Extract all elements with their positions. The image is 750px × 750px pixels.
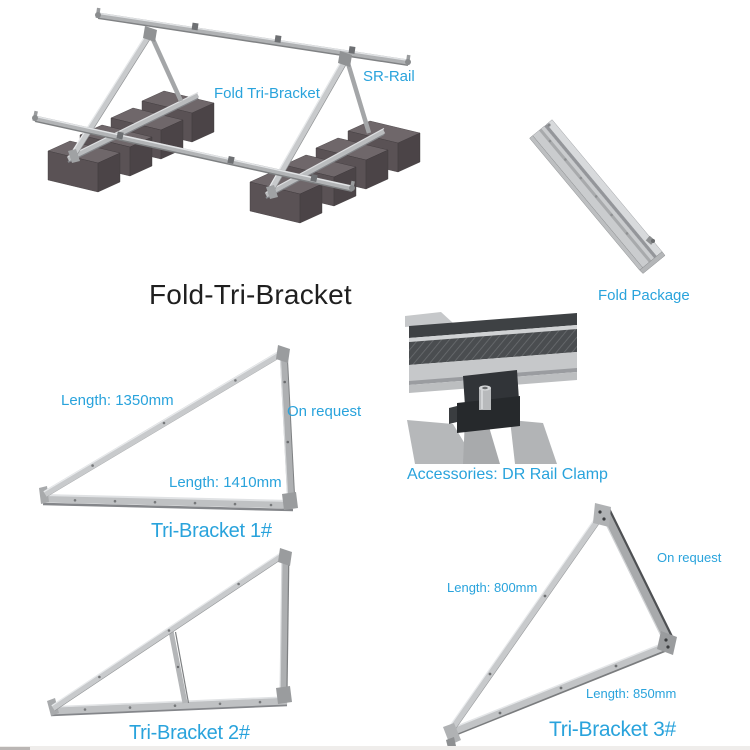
bracket3-base-label: Length: 850mm [586, 686, 677, 701]
bracket1-base-label: Length: 1410mm [169, 474, 282, 491]
bracket2-caption: Tri-Bracket 2# [129, 722, 250, 744]
fold-bracket-frame-right [264, 51, 386, 199]
bracket1-height-label: On request [287, 403, 362, 420]
rail-clamp-graphic [405, 312, 577, 464]
fold-bracket-frame-left [66, 26, 200, 163]
fold-package-graphic [529, 119, 666, 274]
tri-bracket-3-graphic [443, 503, 677, 748]
fold-package-caption: Fold Package [598, 287, 690, 304]
fold-package-illustration [529, 119, 666, 274]
tri-bracket-2-graphic [47, 548, 292, 717]
rail-clamp-caption: Accessories: DR Rail Clamp [407, 466, 608, 483]
overview-bracket-label: Fold Tri-Bracket [214, 85, 320, 102]
page-bottom-corner [0, 747, 30, 750]
tri-bracket-2-illustration [47, 548, 292, 717]
overview-rail-label: SR-Rail [363, 68, 415, 85]
assembly-illustration [32, 7, 421, 224]
bracket1-side-label: Length: 1350mm [61, 392, 174, 409]
bracket3-caption: Tri-Bracket 3# [549, 718, 676, 741]
bracket3-side-label: Length: 800mm [447, 580, 538, 595]
bracket3-height-label: On request [657, 550, 722, 565]
page-bottom-edge [0, 746, 750, 750]
sr-rail-bottom-graphic [32, 110, 355, 192]
page-title: Fold-Tri-Bracket [149, 279, 352, 310]
tri-bracket-1-graphic [39, 345, 298, 512]
tri-bracket-3-illustration [443, 503, 677, 748]
bracket1-caption: Tri-Bracket 1# [151, 520, 272, 542]
sr-rail-top-graphic [95, 7, 411, 66]
tri-bracket-1-illustration [39, 345, 298, 512]
rail-clamp-photo [405, 312, 577, 464]
